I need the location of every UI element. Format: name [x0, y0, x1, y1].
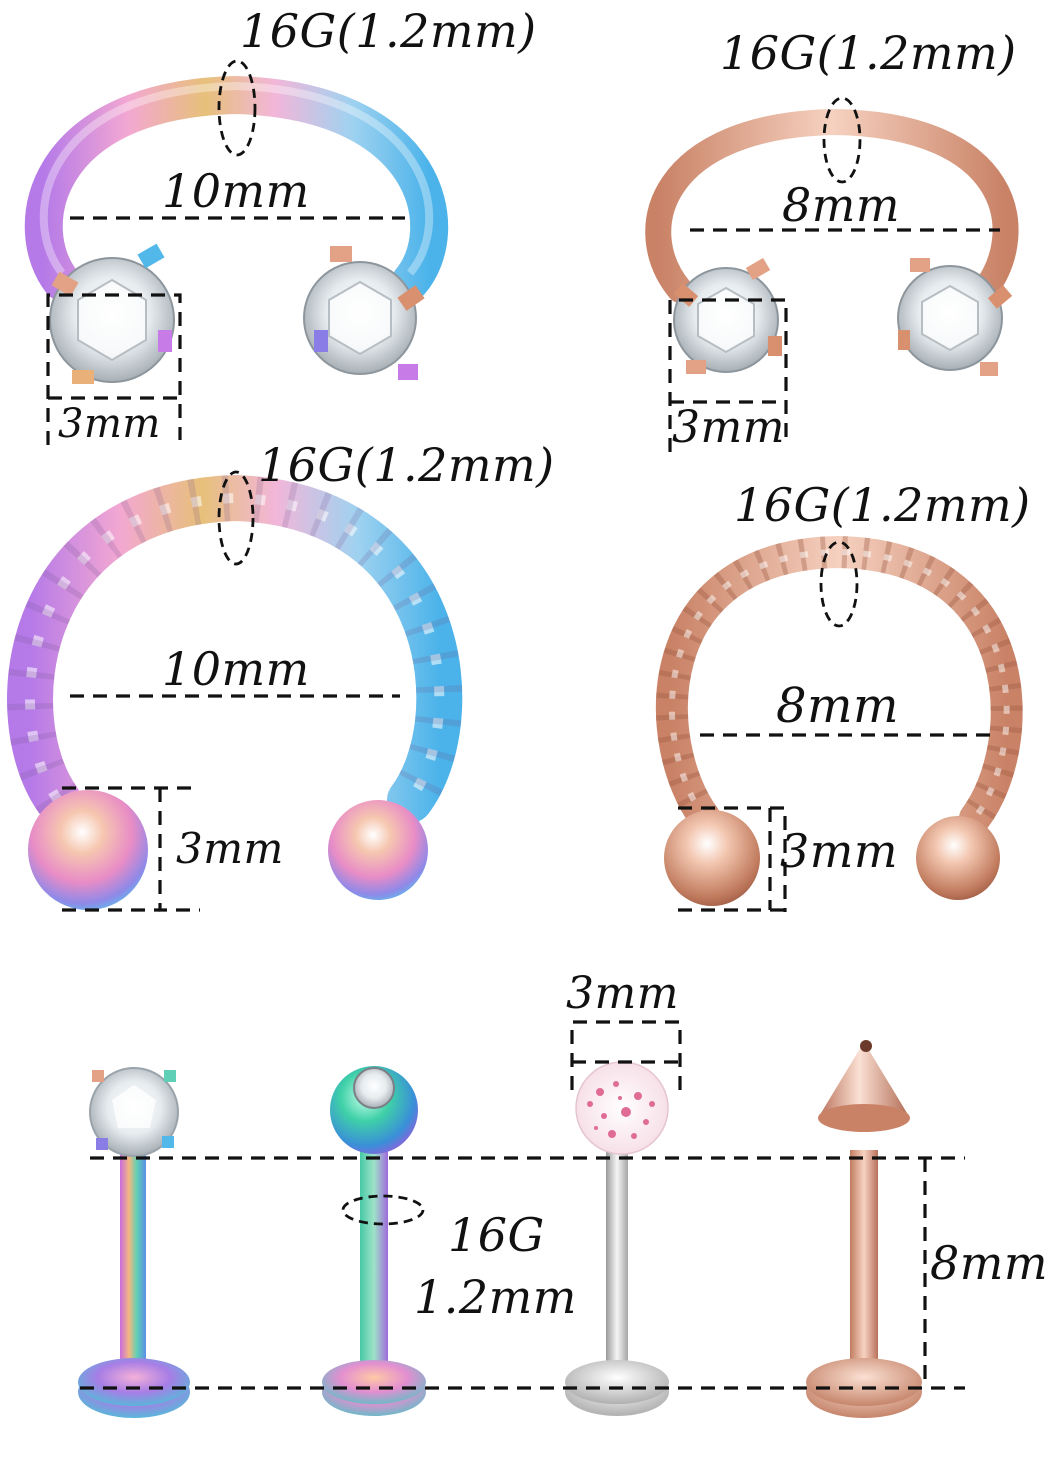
ball-label-rosegold-gem: 3mm — [672, 402, 785, 453]
ball-left — [28, 790, 148, 910]
labret-measurements — [80, 1020, 965, 1390]
diameter-label-rainbow-gem: 10mm — [162, 164, 310, 218]
gauge-label-rainbow-gem: 16G(1.2mm) — [240, 4, 537, 58]
gauge-label-rainbow-twisted: 16G(1.2mm) — [258, 438, 555, 492]
labret-glitter-silver — [565, 1061, 669, 1416]
labret-gem-rainbow — [78, 1067, 190, 1418]
gauge-label-labret-line2: 1.2mm — [414, 1270, 577, 1324]
ball-right — [328, 800, 428, 900]
diameter-label-rainbow-twisted: 10mm — [162, 642, 310, 696]
diameter-label-rosegold-gem: 8mm — [782, 178, 901, 232]
gauge-label-rosegold-twisted: 16G(1.2mm) — [734, 478, 1031, 532]
ball-label-rainbow-twisted: 3mm — [176, 824, 284, 873]
top-size-label: 3mm — [566, 968, 679, 1019]
ball-label-rosegold-twisted: 3mm — [780, 824, 899, 878]
horseshoe-gem-rainbow — [24, 59, 449, 445]
horseshoe-gem-rosegold — [645, 96, 1019, 452]
labret-spike-rosegold — [806, 1040, 922, 1418]
labret-gem-green — [322, 1066, 426, 1416]
horseshoe-twisted-rosegold — [655, 535, 1023, 912]
gauge-label-labret-line1: 16G — [448, 1208, 545, 1262]
ball-label-rainbow-gem: 3mm — [58, 401, 161, 447]
length-label-labret: 8mm — [930, 1236, 1049, 1290]
diameter-label-rosegold-twisted: 8mm — [776, 678, 900, 734]
horseshoe-twisted-rainbow — [7, 470, 463, 912]
gauge-label-rosegold-gem: 16G(1.2mm) — [720, 26, 1017, 80]
